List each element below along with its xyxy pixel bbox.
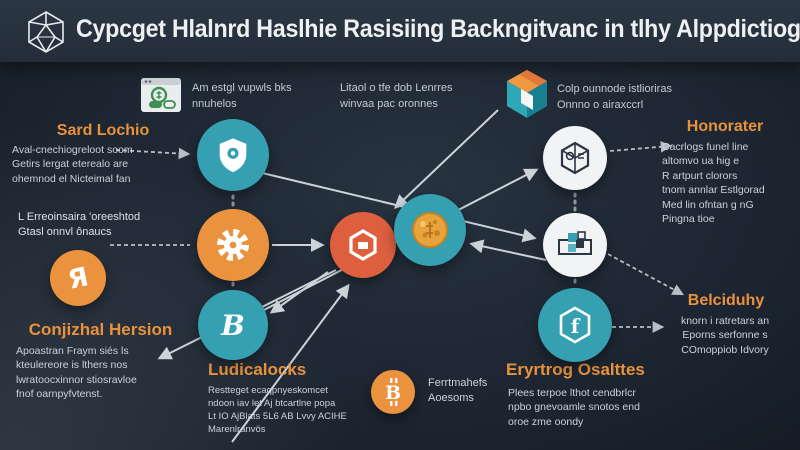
key-node: Я [50, 250, 106, 306]
svg-text:B: B [385, 382, 401, 404]
key-glyph-icon: Я [58, 258, 98, 298]
hexlock-node: f [538, 288, 612, 362]
coin-ball-icon [408, 208, 452, 252]
top-note-left: Am estgl vupwls bks nnuhelos [192, 82, 292, 110]
svg-text:f: f [571, 314, 581, 338]
blocks-icon [556, 228, 594, 262]
annotation-heading-sard-lochio: Sard Lochio [56, 122, 150, 139]
svg-text:B: B [220, 309, 245, 342]
annotation-left-note: L Erreoinsaira 'oreeshtod Gtasl onnvl ôn… [18, 211, 141, 239]
bitcoin-node: B [371, 370, 415, 414]
hexagon-outline-icon [345, 227, 381, 263]
header-bar: Cypcget Hlalnrd Haslhie Rasisiing Backng… [0, 0, 800, 62]
top-note-right: Colp ounnode istlioriras Onnno o airaxcc… [557, 83, 672, 111]
wireframe-polyhedron-icon [24, 9, 68, 55]
annotation-heading-eryrtrog: Eryrtrog Osalttes [506, 360, 645, 379]
shield-node [197, 119, 269, 191]
bitcoin-icon: B [380, 378, 406, 406]
annotation-body-eryrtrog: Plees terpoe lthot cendbrlcr npbo gnevoa… [508, 387, 640, 428]
annotation-heading-belciduhy: Belciduhy [687, 292, 765, 309]
annotation-body-sard-lochio: Aval-cnechiogreloot soom Getirs lergat e… [12, 144, 133, 185]
hash-node: B [198, 290, 268, 360]
page-title: Cypcget Hlalnrd Haslhie Rasisiing Backng… [76, 15, 800, 43]
cube-outline-icon [556, 139, 594, 177]
top-note-center: Litaol o tfe dob Lenrres winvaa pac oron… [340, 82, 453, 110]
cube-logo-icon [504, 69, 550, 119]
annotation-body-fertmahefs: Ferrtmahefs Aoesoms [428, 377, 488, 405]
annotation-heading-conjizhal: Conjizhal Hersion [28, 320, 173, 339]
hash-b-icon: B [213, 305, 253, 345]
browser-coins-icon [140, 77, 182, 113]
svg-text:Я: Я [65, 262, 91, 296]
gear-icon [212, 224, 254, 266]
annotation-body-conjizhal: Apoastran Fraym siés ls kteulereore is l… [16, 345, 137, 401]
annotation-body-ludicalocks: Restteget ecaqpnyeskomcet ndoon iav let … [208, 385, 347, 436]
cube-node [543, 126, 607, 190]
annotation-body-belciduhy: knorn i ratretars an Eporns serfonne s C… [680, 315, 770, 356]
hexagon-node [330, 212, 396, 278]
annotation-body-honorater: Cacrlogs funel line altomvo ua hig e R a… [662, 141, 765, 226]
gear-node [197, 209, 269, 281]
coin-node [394, 194, 466, 266]
annotation-heading-honorater: Honorater [686, 118, 764, 135]
shield-icon [213, 135, 253, 175]
blocks-node [543, 213, 607, 277]
annotation-heading-ludicalocks: Ludicalocks [208, 360, 307, 379]
hex-lock-icon: f [554, 304, 596, 346]
